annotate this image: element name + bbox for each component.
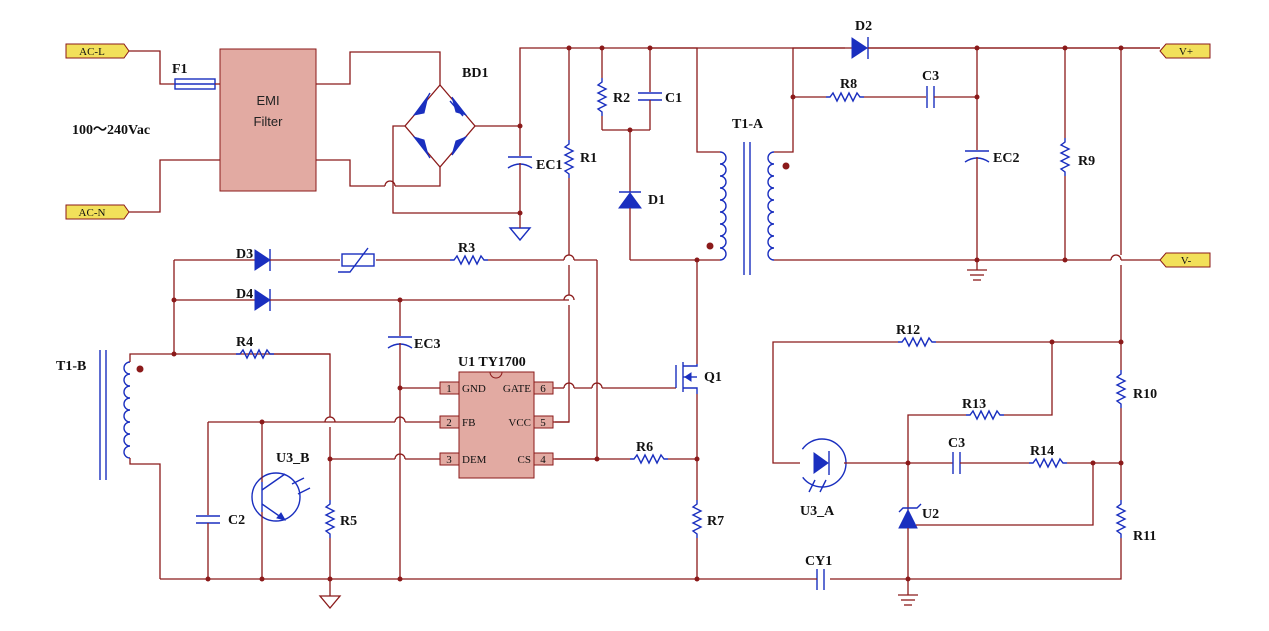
r9-label: R9 bbox=[1078, 154, 1095, 169]
r7-label: R7 bbox=[707, 514, 724, 529]
u1-label: U1 TY1700 bbox=[458, 355, 526, 370]
diode-d3 bbox=[254, 249, 271, 271]
u2-label: U2 bbox=[922, 507, 939, 522]
diode-d4 bbox=[254, 289, 271, 311]
emi-line1: EMI bbox=[256, 93, 279, 108]
port-v-minus: V- bbox=[1159, 252, 1211, 268]
r2-label: R2 bbox=[613, 91, 630, 106]
diode-d2 bbox=[851, 37, 869, 59]
ic-pin-vcc: VCC bbox=[508, 417, 531, 429]
r10-label: R10 bbox=[1133, 387, 1157, 402]
r14-label: R14 bbox=[1030, 444, 1054, 459]
ic-pin-gnd: GND bbox=[462, 383, 486, 395]
transformer-t1a bbox=[719, 142, 775, 275]
u3a-label: U3_A bbox=[800, 504, 835, 519]
ic-pin5-num: 5 bbox=[540, 417, 546, 429]
port-ac-l-label: AC-L bbox=[79, 46, 105, 58]
optocoupler-transistor-u3b bbox=[251, 472, 311, 522]
diode-d1 bbox=[618, 191, 642, 209]
transformer-t1b bbox=[99, 350, 131, 480]
r5-label: R5 bbox=[340, 514, 357, 529]
r6-label: R6 bbox=[636, 440, 653, 455]
d3-label: D3 bbox=[236, 247, 253, 262]
ic-pin2-num: 2 bbox=[446, 417, 452, 429]
c1-label: C1 bbox=[665, 91, 682, 106]
r8-label: R8 bbox=[840, 77, 857, 92]
ic-pin-gate: GATE bbox=[503, 383, 531, 395]
c2-label: C2 bbox=[228, 513, 245, 528]
optocoupler-led-u3a bbox=[797, 438, 847, 493]
ground-u2 bbox=[898, 594, 918, 606]
ec3-label: EC3 bbox=[414, 337, 440, 352]
c3a-label: C3 bbox=[922, 69, 939, 84]
port-ac-n-label: AC-N bbox=[79, 207, 106, 219]
port-ac-l: AC-L bbox=[65, 43, 130, 59]
port-v-minus-label: V- bbox=[1181, 255, 1192, 267]
c3b-label: C3 bbox=[948, 436, 965, 451]
u3b-label: U3_B bbox=[276, 451, 309, 466]
mosfet-q1 bbox=[675, 362, 698, 394]
r11-label: R11 bbox=[1133, 529, 1156, 544]
fuse-f1 bbox=[174, 78, 216, 90]
ic-pin4-num: 4 bbox=[540, 454, 546, 466]
q1-label: Q1 bbox=[704, 370, 722, 385]
ic-pin1-num: 1 bbox=[446, 383, 452, 395]
d1-label: D1 bbox=[648, 193, 665, 208]
ec1-label: EC1 bbox=[536, 158, 562, 173]
ic-u1: 1 2 3 6 5 4 GND FB DEM GATE VCC CS bbox=[439, 371, 554, 479]
ground-secondary bbox=[967, 269, 987, 281]
ic-pin-cs: CS bbox=[518, 454, 531, 466]
r4-label: R4 bbox=[236, 335, 253, 350]
d2-label: D2 bbox=[855, 19, 872, 34]
thermistor-ntc bbox=[338, 247, 375, 273]
emi-filter: EMI Filter bbox=[219, 48, 317, 192]
emi-line2: Filter bbox=[254, 114, 284, 129]
bd1-label: BD1 bbox=[462, 66, 488, 81]
bridge-rectifier-bd1 bbox=[412, 92, 468, 159]
port-v-plus: V+ bbox=[1159, 43, 1211, 59]
f1-label: F1 bbox=[172, 62, 188, 77]
r12-label: R12 bbox=[896, 323, 920, 338]
ic-pin6-num: 6 bbox=[540, 383, 546, 395]
port-ac-n: AC-N bbox=[65, 204, 130, 220]
ec2-label: EC2 bbox=[993, 151, 1019, 166]
cy1-label: CY1 bbox=[805, 554, 832, 569]
t1b-label: T1-B bbox=[56, 359, 86, 374]
ic-pin3-num: 3 bbox=[446, 454, 452, 466]
r3-label: R3 bbox=[458, 241, 475, 256]
d4-label: D4 bbox=[236, 287, 253, 302]
r13-label: R13 bbox=[962, 397, 986, 412]
port-v-plus-label: V+ bbox=[1179, 46, 1193, 58]
t1a-label: T1-A bbox=[732, 117, 764, 132]
ic-pin-fb: FB bbox=[462, 417, 475, 429]
ic-pin-dem: DEM bbox=[462, 454, 487, 466]
r1-label: R1 bbox=[580, 151, 597, 166]
input-voltage-label: 100～240Vac bbox=[72, 123, 150, 138]
